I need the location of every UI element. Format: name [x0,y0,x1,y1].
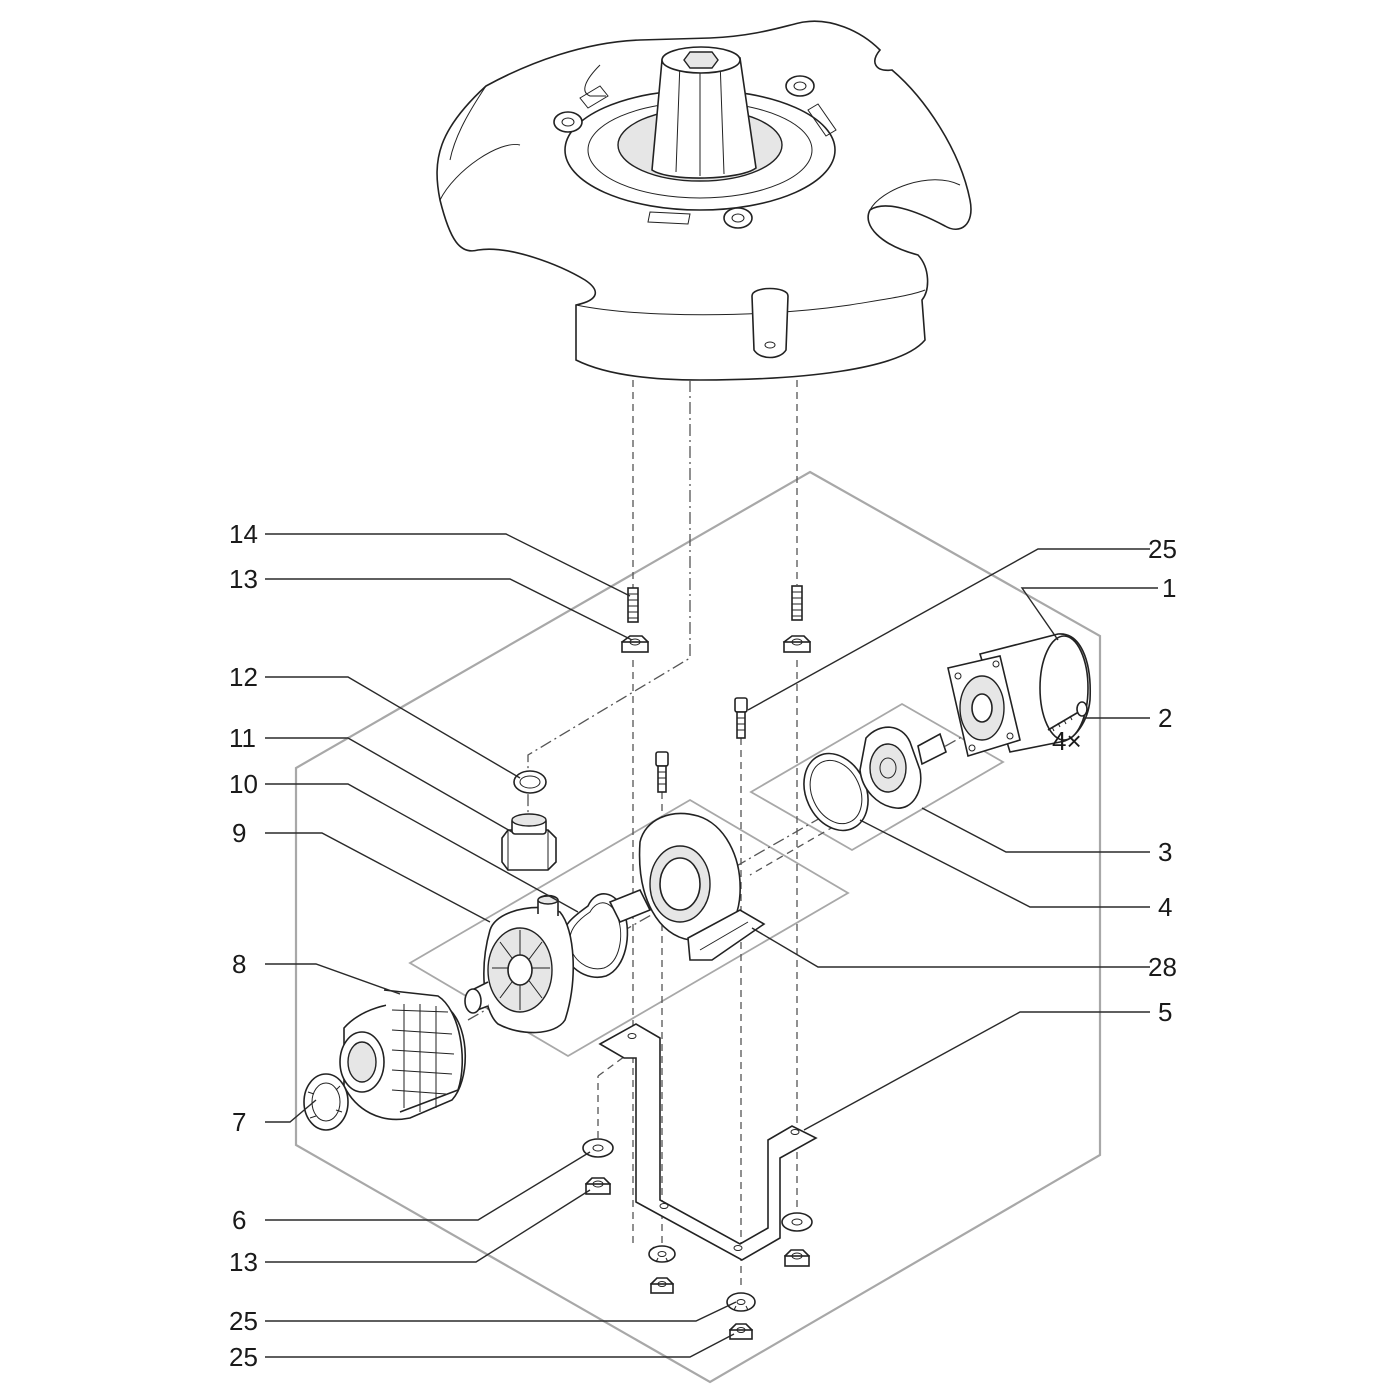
assembly-group-box-9 [408,798,850,1058]
o-ring-small [513,770,547,794]
callout-10: 10 [229,769,258,799]
callout-6: 6 [232,1205,246,1235]
threaded-stud-left [627,587,639,623]
callout-25-lower-a: 25 [229,1306,258,1336]
motor-housing [608,812,766,961]
callout-5: 5 [1158,997,1172,1027]
float-body [436,20,972,381]
pump-motor [947,633,1091,758]
hose-adapter [501,813,557,871]
float-screw-1 [553,111,583,133]
flat-washer-left [582,1138,614,1158]
hex-nut-top-right [782,635,812,653]
callout-13-lower: 13 [229,1247,258,1277]
callout-25-lower-b: 25 [229,1342,258,1372]
hex-nut-bottom [728,1323,754,1340]
callout-9: 9 [232,818,246,848]
callout-3: 3 [1158,837,1172,867]
lock-washer-bottom [726,1292,756,1312]
callout-28: 28 [1148,952,1177,982]
cap-screw-housing [655,751,669,793]
quantity-note: 4× [1052,726,1082,756]
pump-housing [464,894,574,1034]
callout-2: 2 [1158,703,1172,733]
long-screw [1047,701,1088,732]
mounting-bracket [598,1023,818,1261]
lock-washer-mid [648,1245,676,1263]
hex-nut-mid [649,1277,675,1294]
flat-washer-right [781,1212,813,1232]
threaded-stud-right [791,585,803,621]
callout-11: 11 [229,723,256,753]
callout-12: 12 [229,662,258,692]
impeller-unit [859,726,947,809]
float-screw-2 [785,75,815,97]
callout-25-upper: 25 [1148,534,1177,564]
hex-nut-top-left [620,635,650,653]
callout-labels: 14 13 12 11 10 9 8 7 6 13 25 25 25 1 2 3… [229,519,1177,1372]
callout-13-upper: 13 [229,564,258,594]
hex-nut-lower-right [783,1249,811,1267]
callout-4: 4 [1158,892,1172,922]
cap-screw-upper [734,697,748,739]
leader-lines [265,533,1158,1358]
hex-nut-lower-left [584,1177,612,1195]
callout-14: 14 [229,519,258,549]
callout-1: 1 [1162,573,1176,603]
callout-7: 7 [232,1107,246,1137]
clamp-ring [303,1073,349,1131]
callout-8: 8 [232,949,246,979]
float-screw-3 [723,207,753,229]
strainer-basket [339,989,467,1121]
assembly-group-box-1 [294,470,1102,1384]
